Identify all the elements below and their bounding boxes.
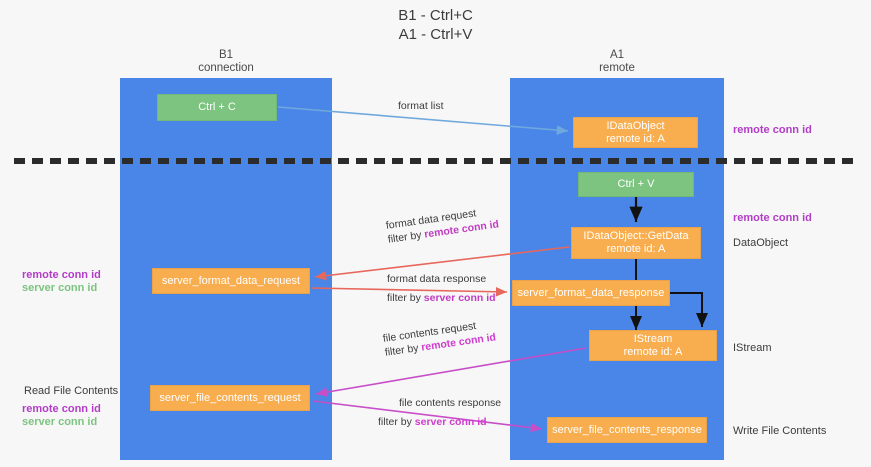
- right-label-dataobject: DataObject: [733, 237, 789, 249]
- right-label-istream: IStream: [733, 342, 772, 354]
- node-idataobject-remote-label: IDataObject: [606, 119, 665, 132]
- edge-label-format-data-response-key: server conn id: [423, 292, 496, 304]
- node-idataobject-getdata-sublabel: remote id: A: [606, 243, 666, 255]
- edge-label-file-contents-response: file contents response filter by server …: [378, 396, 502, 429]
- left-label-remote-conn-id-1: remote conn id: [22, 269, 101, 281]
- right-label-write-file-contents: Write File Contents: [733, 425, 827, 437]
- page-title-line-1: B1 - Ctrl+C: [398, 7, 473, 24]
- edge-label-format-list-line-1: format list: [398, 100, 444, 112]
- node-idataobject-getdata-label: IDataObject::GetData: [583, 230, 689, 242]
- node-istream-label: IStream: [633, 332, 673, 345]
- node-server-format-data-response-label: server_format_data_response: [517, 286, 665, 299]
- edge-label-file-contents-response-line-1: file contents response: [399, 397, 502, 409]
- edge-label-format-data-response-line-1: format data response: [387, 273, 487, 285]
- arrow-format-data-request: [314, 246, 570, 281]
- page-title: B1 - Ctrl+C A1 - Ctrl+V: [0, 6, 871, 44]
- node-server-file-contents-response[interactable]: server_file_contents_response: [547, 417, 707, 443]
- edge-label-format-data-response-prefix: filter by: [387, 292, 424, 304]
- lane-header-a1-line-1: A1: [609, 49, 625, 61]
- edge-label-format-data-response-line-2: filter by server conn id: [387, 291, 496, 305]
- node-istream-sublabel: remote id: A: [623, 345, 683, 358]
- edge-label-file-contents-response-key: server conn id: [414, 416, 487, 428]
- edge-label-format-list: format list: [398, 99, 444, 113]
- node-idataobject-remote-sublabel: remote id: A: [606, 132, 665, 145]
- node-ctrl-c[interactable]: Ctrl + C: [157, 94, 277, 121]
- lane-header-b1-line-1: B1: [218, 49, 234, 61]
- right-label-remote-conn-id-2: remote conn id: [733, 212, 812, 224]
- left-label-server-conn-id-1: server conn id: [22, 282, 98, 294]
- arrow-format-list: [277, 106, 569, 135]
- node-idataobject-remote[interactable]: IDataObject remote id: A: [573, 117, 698, 148]
- node-server-format-data-request-label: server_format_data_request: [161, 274, 301, 287]
- lane-header-a1: A1 remote: [510, 49, 724, 75]
- node-server-format-data-request[interactable]: server_format_data_request: [152, 268, 310, 294]
- node-server-file-contents-request-label: server_file_contents_request: [159, 391, 301, 404]
- node-idataobject-getdata[interactable]: IDataObject::GetData remote id: A: [571, 227, 701, 259]
- node-server-format-data-response[interactable]: server_format_data_response: [512, 280, 670, 306]
- arrow-response-to-istream: [670, 292, 708, 327]
- arrow-file-contents-response: [312, 400, 543, 433]
- arrow-format-data-response: [311, 286, 508, 297]
- left-label-read-file-contents: Read File Contents: [24, 385, 119, 397]
- lane-header-b1: B1 connection: [120, 49, 332, 75]
- node-istream[interactable]: IStream remote id: A: [589, 330, 717, 361]
- lane-header-b1-line-2: connection: [198, 62, 254, 74]
- node-ctrl-c-label: Ctrl + C: [198, 101, 236, 113]
- edge-label-file-contents-response-prefix: filter by: [378, 416, 415, 428]
- edge-label-format-data-response: format data response filter by server co…: [387, 272, 496, 305]
- edge-label-file-contents-response-line-2: filter by server conn id: [378, 415, 501, 429]
- left-label-server-conn-id-2: server conn id: [22, 416, 98, 428]
- left-label-remote-conn-id-2: remote conn id: [22, 403, 101, 415]
- page-title-line-2: A1 - Ctrl+V: [398, 26, 473, 43]
- arrow-file-contents-request: [315, 347, 587, 397]
- node-ctrl-v[interactable]: Ctrl + V: [578, 172, 694, 197]
- node-server-file-contents-response-label: server_file_contents_response: [552, 423, 702, 436]
- node-ctrl-v-label: Ctrl + V: [617, 178, 655, 190]
- node-server-file-contents-request[interactable]: server_file_contents_request: [150, 385, 310, 411]
- lane-header-a1-line-2: remote: [599, 62, 635, 74]
- right-label-remote-conn-id-1: remote conn id: [733, 124, 812, 136]
